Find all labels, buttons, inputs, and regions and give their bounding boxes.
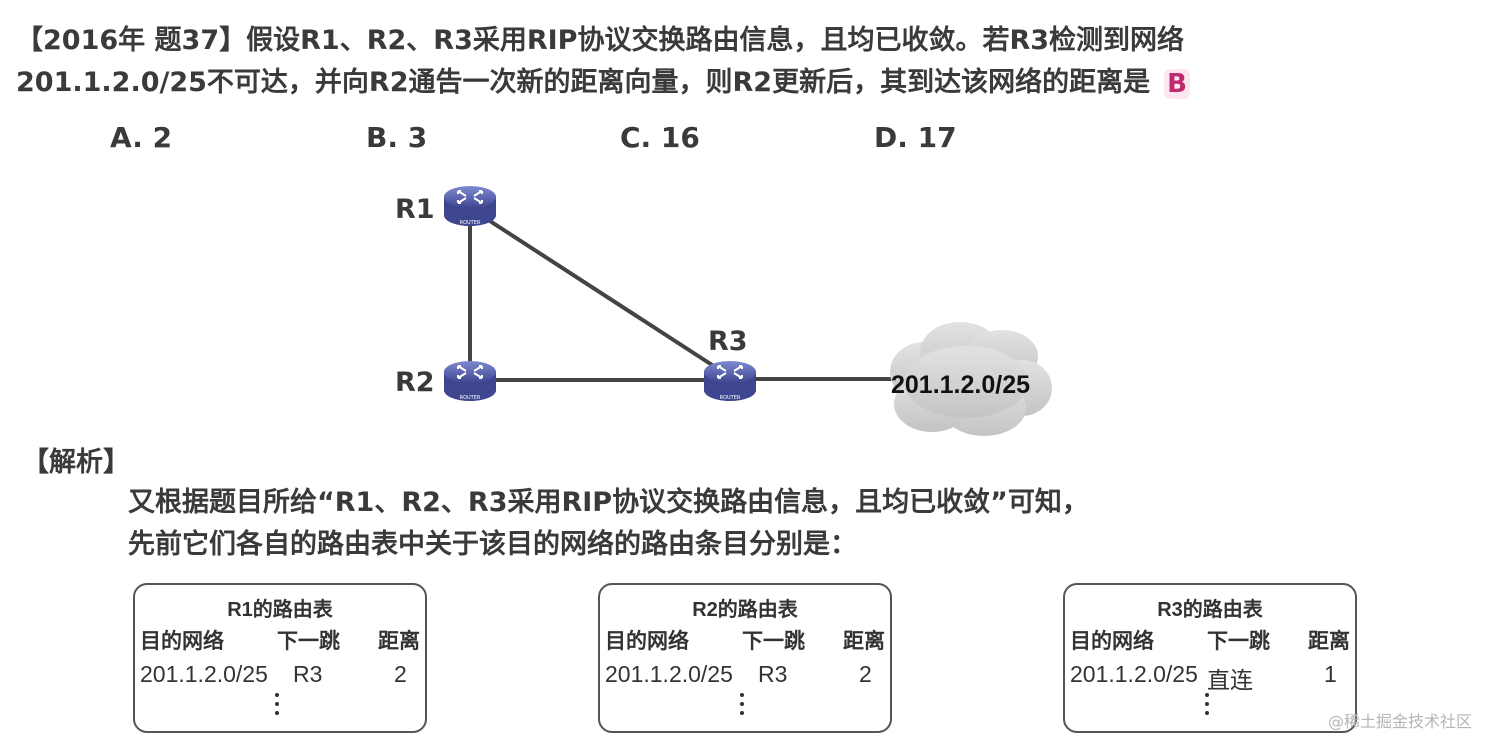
cell-next-hop: R3 <box>758 661 788 687</box>
router-r2-caption: ROUTER <box>460 395 481 401</box>
more-rows-ellipsis-icon <box>1201 693 1213 723</box>
header-destination: 目的网络 <box>605 630 689 653</box>
cell-destination: 201.1.2.0/25 <box>140 661 268 687</box>
routing-table-title: R1的路由表 <box>227 599 333 621</box>
header-next-hop: 下一跳 <box>742 630 805 653</box>
question-line-2-text: 201.1.2.0/25不可达，并向R2通告一次新的距离向量，则R2更新后，其到… <box>16 67 1151 98</box>
more-rows-ellipsis-icon <box>271 693 283 723</box>
option-b: B. 3 <box>366 121 428 154</box>
router-r2-label: R2 <box>395 367 435 398</box>
header-distance: 距离 <box>1308 630 1350 653</box>
routing-table-r1: R1的路由表 目的网络 下一跳 距离 201.1.2.0/25 R3 2 <box>133 583 427 733</box>
cell-distance: 1 <box>1324 661 1337 687</box>
analysis-header: 【解析】 <box>22 447 130 478</box>
routing-table-title: R3的路由表 <box>1157 599 1263 621</box>
router-r1-caption: ROUTER <box>460 220 481 226</box>
cell-destination: 201.1.2.0/25 <box>605 661 733 687</box>
network-cloud-icon <box>890 322 1052 436</box>
link-r1-r3 <box>474 210 728 376</box>
cell-destination: 201.1.2.0/25 <box>1070 661 1198 687</box>
router-r1-icon: ROUTER <box>444 186 496 226</box>
header-next-hop: 下一跳 <box>277 630 340 653</box>
option-c: C. 16 <box>620 121 700 154</box>
network-label: 201.1.2.0/25 <box>891 371 1030 399</box>
routing-table-r3: R3的路由表 目的网络 下一跳 距离 201.1.2.0/25 直连 1 <box>1063 583 1357 733</box>
router-r3-label: R3 <box>708 326 748 357</box>
router-r1-label: R1 <box>395 194 435 225</box>
router-r3-icon: ROUTER <box>704 361 756 401</box>
cell-next-hop: 直连 <box>1207 667 1253 693</box>
routing-table-r2: R2的路由表 目的网络 下一跳 距离 201.1.2.0/25 R3 2 <box>598 583 892 733</box>
router-r2-icon: ROUTER <box>444 361 496 401</box>
header-distance: 距离 <box>843 630 885 653</box>
answer-badge: B <box>1164 68 1191 99</box>
cell-next-hop: R3 <box>293 661 323 687</box>
cell-distance: 2 <box>394 661 407 687</box>
header-destination: 目的网络 <box>1070 630 1154 653</box>
question-line-2: 201.1.2.0/25不可达，并向R2通告一次新的距离向量，则R2更新后，其到… <box>16 60 1191 99</box>
header-destination: 目的网络 <box>140 630 224 653</box>
more-rows-ellipsis-icon <box>736 693 748 723</box>
analysis-line-1: 又根据题目所给“R1、R2、R3采用RIP协议交换路由信息，且均已收敛”可知， <box>128 487 1089 518</box>
watermark: @稀土掘金技术社区 <box>1328 712 1473 731</box>
routing-table-title: R2的路由表 <box>692 599 798 621</box>
question-line-1: 【2016年 题37】假设R1、R2、R3采用RIP协议交换路由信息，且均已收敛… <box>16 25 1185 56</box>
router-r3-caption: ROUTER <box>720 395 741 401</box>
option-d: D. 17 <box>874 121 957 154</box>
header-distance: 距离 <box>378 630 420 653</box>
analysis-line-2: 先前它们各自的路由表中关于该目的网络的路由条目分别是： <box>128 529 857 560</box>
header-next-hop: 下一跳 <box>1207 630 1270 653</box>
option-a: A. 2 <box>110 121 173 154</box>
cell-distance: 2 <box>859 661 872 687</box>
